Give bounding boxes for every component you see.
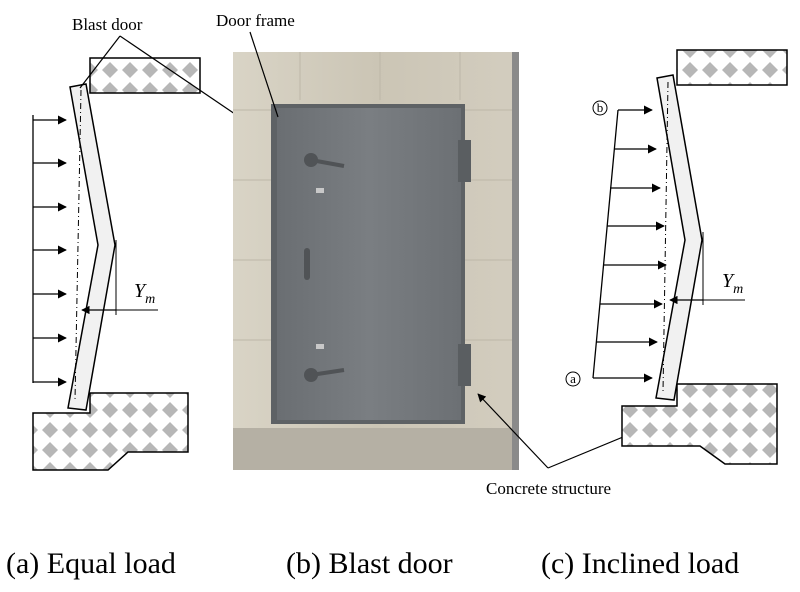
concrete-block-bottom-a [32, 392, 189, 471]
blast-door-photo [233, 52, 519, 470]
point-b-label: b [597, 100, 604, 115]
panel-equal-load: Ym [32, 57, 201, 471]
ym-label-a: Ym [134, 280, 155, 307]
photo-right-edge [512, 52, 519, 470]
concrete-block-bottom-c [621, 383, 778, 465]
load-arrows-c [593, 105, 667, 383]
door-lever-top-arm [310, 158, 345, 168]
door-hinge-bottom [458, 344, 471, 386]
ym-label-c: Ym [722, 270, 743, 297]
point-a-label: a [570, 371, 576, 386]
label-blast-door: Blast door [72, 15, 143, 34]
deformed-door-a [67, 83, 116, 411]
caption-equal-load: (a) Equal load [6, 547, 176, 580]
point-b-marker [592, 100, 608, 116]
load-arrows-a [33, 115, 67, 387]
concrete-block-top-c [676, 49, 788, 86]
deformed-door-c [655, 74, 703, 401]
point-a-marker [565, 371, 581, 387]
door-lever-bottom-arm [310, 368, 345, 377]
concrete-block-top-a [89, 57, 201, 94]
panel-inclined-load: b a Ym [565, 49, 788, 465]
door-handle-middle [304, 248, 310, 280]
caption-inclined-load: (c) Inclined load [541, 547, 739, 580]
leader-concrete-left [477, 393, 549, 469]
door-hinge-top [458, 140, 471, 182]
leader-door-frame [249, 31, 279, 118]
leader-blast-door-left [79, 35, 121, 89]
label-door-frame: Door frame [216, 11, 295, 30]
door-tag-top [316, 188, 324, 193]
photo-floor [233, 428, 519, 470]
load-envelope-c [592, 109, 619, 379]
label-concrete-structure: Concrete structure [486, 479, 611, 498]
caption-blast-door: (b) Blast door [286, 547, 453, 580]
door-tag-bottom [316, 344, 324, 349]
